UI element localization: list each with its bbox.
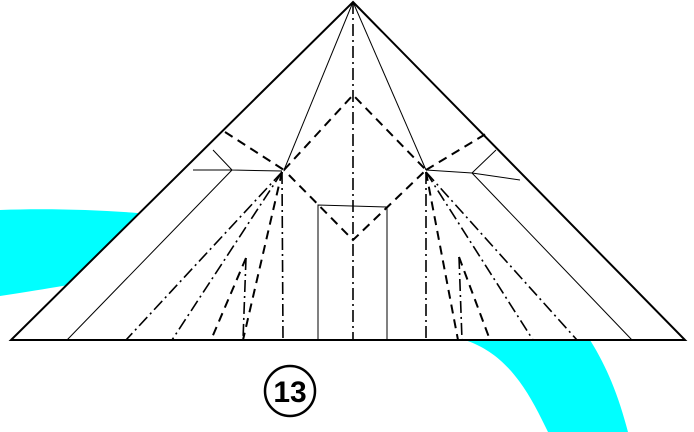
mountain-fold-left-2	[171, 171, 283, 341]
mountain-folds	[125, 2, 578, 341]
mountain-fold-left-3	[281, 171, 284, 341]
valley-fold-right-1	[425, 171, 459, 341]
step-number: 13	[273, 376, 306, 409]
mountain-fold-left-4	[242, 257, 247, 341]
crease-apex-right	[352, 1, 427, 171]
mountain-fold-right-4	[458, 256, 463, 341]
mountain-fold-right-2	[425, 171, 534, 341]
cyan-band-right	[465, 340, 628, 432]
valley-fold-left-1	[242, 171, 283, 341]
valley-fold-upper-left	[224, 131, 285, 171]
mountain-fold-left-1	[125, 171, 283, 341]
cyan-background-bands	[0, 209, 628, 432]
valley-fold-diamond	[283, 93, 428, 242]
valley-fold-upper-right	[425, 131, 490, 171]
crease-flap-right-base	[471, 172, 521, 181]
crease-left-outer	[66, 169, 233, 341]
mountain-fold-right-1	[425, 171, 578, 341]
valley-folds	[210, 93, 491, 341]
step-label: 13	[263, 364, 317, 418]
crease-right-outer	[471, 172, 633, 341]
cyan-band-left	[0, 209, 150, 296]
step-number-circle	[263, 364, 317, 418]
crease-apex-left	[283, 1, 354, 171]
paper-triangle	[8, 0, 688, 341]
